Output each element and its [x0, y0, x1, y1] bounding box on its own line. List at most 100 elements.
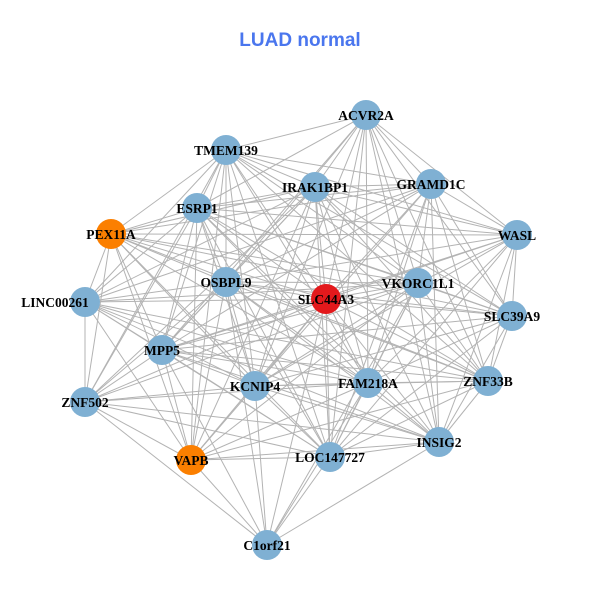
- node-IRAK1BP1[interactable]: [300, 172, 330, 202]
- node-TMEM139[interactable]: [211, 135, 241, 165]
- edge-SLC44A3-LINC00261: [84, 298, 327, 303]
- edge-VKORC1L1-SLC44A3: [325, 282, 419, 300]
- edge-LINC00261-FAM218A: [84, 301, 369, 384]
- edge-GRAMD1C-INSIG2: [430, 183, 440, 443]
- edge-ZNF502-INSIG2: [84, 401, 440, 443]
- edge-IRAK1BP1-SLC44A3: [314, 186, 327, 300]
- edge-OSBPL9-VAPB: [190, 281, 227, 461]
- node-VKORC1L1[interactable]: [403, 268, 433, 298]
- edge-INSIG2-VAPB: [190, 441, 440, 461]
- node-ZNF502[interactable]: [70, 387, 100, 417]
- edge-ZNF502-C1orf21: [84, 401, 268, 546]
- edge-ZNF33B-VAPB: [190, 380, 489, 461]
- edge-TMEM139-SLC39A9: [225, 149, 513, 317]
- edge-ESRP1-LOC147727: [196, 207, 331, 458]
- node-KCNIP4[interactable]: [240, 371, 270, 401]
- edge-KCNIP4-LOC147727: [254, 385, 331, 458]
- edge-ZNF502-VAPB: [84, 401, 192, 461]
- edge-PEX11A-ZNF502: [84, 233, 112, 403]
- edge-KCNIP4-C1orf21: [254, 385, 268, 546]
- edge-ACVR2A-TMEM139: [225, 114, 367, 151]
- node-WASL[interactable]: [502, 220, 532, 250]
- edge-TMEM139-KCNIP4: [225, 149, 256, 387]
- node-label: GRAMD1C: [397, 177, 466, 192]
- edge-WASL-KCNIP4: [254, 234, 518, 387]
- node-MPP5[interactable]: [147, 335, 177, 365]
- node-ESRP1[interactable]: [182, 193, 212, 223]
- edge-WASL-VKORC1L1: [417, 234, 518, 284]
- edge-GRAMD1C-KCNIP4: [254, 183, 432, 387]
- node-label: FAM218A: [338, 376, 398, 391]
- edge-LINC00261-ZNF33B: [84, 301, 489, 382]
- node-PEX11A[interactable]: [96, 219, 126, 249]
- edge-TMEM139-VKORC1L1: [225, 149, 419, 284]
- edge-LINC00261-INSIG2: [84, 301, 440, 443]
- edge-GRAMD1C-ZNF33B: [430, 183, 489, 382]
- edge-PEX11A-SLC44A3: [110, 233, 327, 300]
- node-label: PEX11A: [86, 227, 136, 242]
- edge-ACVR2A-MPP5: [161, 114, 367, 351]
- edge-ACVR2A-SLC39A9: [365, 114, 513, 317]
- edge-OSBPL9-MPP5: [161, 281, 227, 351]
- node-SLC44A3[interactable]: [311, 284, 341, 314]
- node-ACVR2A[interactable]: [351, 100, 381, 130]
- edge-VKORC1L1-MPP5: [161, 282, 419, 351]
- edge-TMEM139-VAPB: [190, 149, 227, 461]
- edge-ESRP1-SLC44A3: [196, 207, 327, 300]
- node-INSIG2[interactable]: [424, 427, 454, 457]
- edge-OSBPL9-SLC44A3: [225, 281, 327, 300]
- edge-MPP5-KCNIP4: [161, 349, 256, 387]
- edge-ESRP1-WASL: [196, 207, 518, 236]
- node-label: ESRP1: [176, 201, 218, 216]
- node-label: LINC00261: [21, 295, 89, 310]
- edge-ESRP1-FAM218A: [196, 207, 369, 384]
- edge-WASL-INSIG2: [438, 234, 518, 443]
- node-C1orf21[interactable]: [252, 530, 282, 560]
- edge-MPP5-LOC147727: [161, 349, 331, 458]
- edge-IRAK1BP1-ESRP1: [196, 186, 316, 209]
- node-GRAMD1C[interactable]: [416, 169, 446, 199]
- node-label: ZNF502: [61, 395, 109, 410]
- edge-WASL-FAM218A: [367, 234, 518, 384]
- node-label: SLC44A3: [298, 292, 355, 307]
- edge-LOC147727-C1orf21: [266, 456, 331, 546]
- edge-ESRP1-INSIG2: [196, 207, 440, 443]
- node-LOC147727[interactable]: [315, 442, 345, 472]
- edges-layer: [84, 114, 518, 546]
- edge-OSBPL9-FAM218A: [225, 281, 369, 384]
- edge-SLC44A3-ZNF33B: [325, 298, 489, 382]
- edge-GRAMD1C-SLC44A3: [325, 183, 432, 300]
- edge-ESRP1-ZNF502: [84, 207, 198, 403]
- edge-SLC39A9-MPP5: [161, 315, 513, 351]
- node-FAM218A[interactable]: [353, 368, 383, 398]
- edge-TMEM139-MPP5: [161, 149, 227, 351]
- edge-GRAMD1C-LINC00261: [84, 183, 432, 303]
- edge-IRAK1BP1-PEX11A: [110, 186, 316, 235]
- node-ZNF33B[interactable]: [473, 366, 503, 396]
- edge-VKORC1L1-LINC00261: [84, 282, 419, 303]
- nodes-layer: [70, 100, 532, 560]
- node-label: INSIG2: [416, 435, 461, 450]
- edge-LINC00261-VAPB: [84, 301, 192, 461]
- node-VAPB[interactable]: [176, 445, 206, 475]
- edge-VKORC1L1-VAPB: [190, 282, 419, 461]
- edge-VAPB-C1orf21: [190, 459, 268, 546]
- edge-VKORC1L1-INSIG2: [417, 282, 440, 443]
- node-label: ZNF33B: [463, 374, 513, 389]
- node-OSBPL9[interactable]: [211, 267, 241, 297]
- edge-IRAK1BP1-LOC147727: [314, 186, 331, 458]
- edge-TMEM139-LOC147727: [225, 149, 331, 458]
- node-LINC00261[interactable]: [70, 287, 100, 317]
- edge-INSIG2-C1orf21: [266, 441, 440, 546]
- edge-SLC44A3-SLC39A9: [325, 298, 513, 317]
- edge-ACVR2A-GRAMD1C: [365, 114, 432, 185]
- node-label: VAPB: [173, 453, 208, 468]
- edge-ESRP1-VAPB: [190, 207, 198, 461]
- edge-SLC44A3-MPP5: [161, 298, 327, 351]
- node-SLC39A9[interactable]: [497, 301, 527, 331]
- edge-IRAK1BP1-GRAMD1C: [314, 183, 432, 188]
- edge-TMEM139-LINC00261: [84, 149, 227, 303]
- edge-MPP5-ZNF33B: [161, 349, 489, 382]
- edge-ACVR2A-KCNIP4: [254, 114, 367, 387]
